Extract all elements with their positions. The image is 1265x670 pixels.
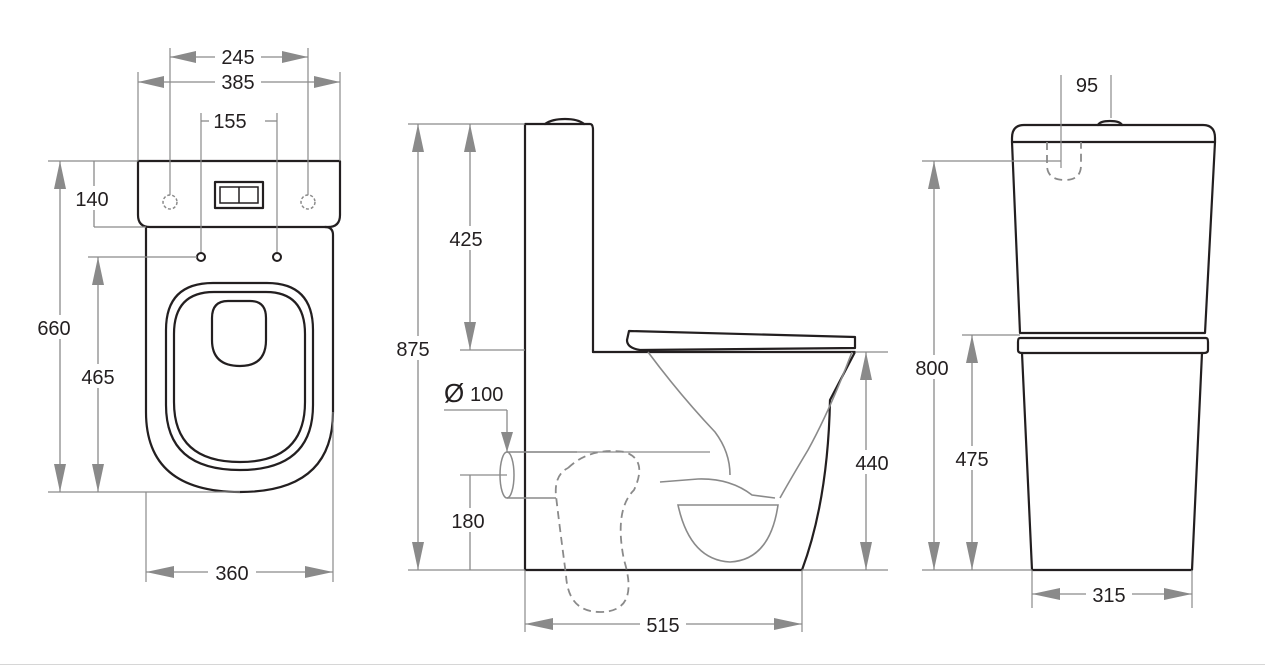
dim-515-label: 515 [646, 615, 679, 637]
dim-475-label: 475 [955, 449, 988, 471]
top-view: 245 385 155 140 660 465 360 [32, 45, 342, 585]
diameter-symbol: Ø [444, 378, 464, 408]
bowl-interior-line [647, 351, 731, 476]
flush-button-outer [213, 180, 265, 210]
dim-800-label: 800 [915, 358, 948, 380]
cistern-fixing-hole-left [162, 194, 178, 210]
front-seat-outline [1016, 336, 1210, 355]
cistern-fixing-hole-right [300, 194, 316, 210]
seat-fixing-hole-right [272, 252, 282, 262]
dim-245-label: 245 [221, 47, 254, 69]
front-cistern-outline [1010, 123, 1217, 335]
side-seat-outline [625, 329, 857, 352]
seat-fixing-hole-left [196, 252, 206, 262]
front-inlet-hidden [1046, 142, 1082, 181]
side-cistern-button [543, 117, 586, 126]
front-pan-outline [1020, 351, 1204, 572]
seat-inner-outline [172, 290, 307, 464]
front-view: 95 800 475 315 [912, 72, 1217, 608]
top-bowl-outline [144, 225, 335, 494]
dim-465-label: 465 [81, 367, 114, 389]
dim-140-label: 140 [75, 189, 108, 211]
dim-180-label: 180 [451, 511, 484, 533]
waste-pipe-hidden [554, 450, 641, 613]
bowl-opening-outline [210, 299, 268, 368]
page-bottom-rule [0, 664, 1265, 665]
dim-315-label: 315 [1092, 585, 1125, 607]
dim-875-label: 875 [396, 339, 429, 361]
water-trap [677, 504, 779, 563]
seat-outer-outline [164, 281, 315, 472]
side-cistern-outline [523, 122, 595, 354]
side-view: 875 425 Ø 100 180 440 515 [394, 117, 894, 637]
dim-425-label: 425 [449, 229, 482, 251]
dim-385-label: 385 [221, 72, 254, 94]
dim-100-label: 100 [470, 384, 503, 406]
dim-360-label: 360 [215, 563, 248, 585]
dim-660-label: 660 [37, 318, 70, 340]
dim-95-label: 95 [1076, 75, 1098, 97]
dim-155-label: 155 [213, 111, 246, 133]
dim-440-label: 440 [855, 453, 888, 475]
